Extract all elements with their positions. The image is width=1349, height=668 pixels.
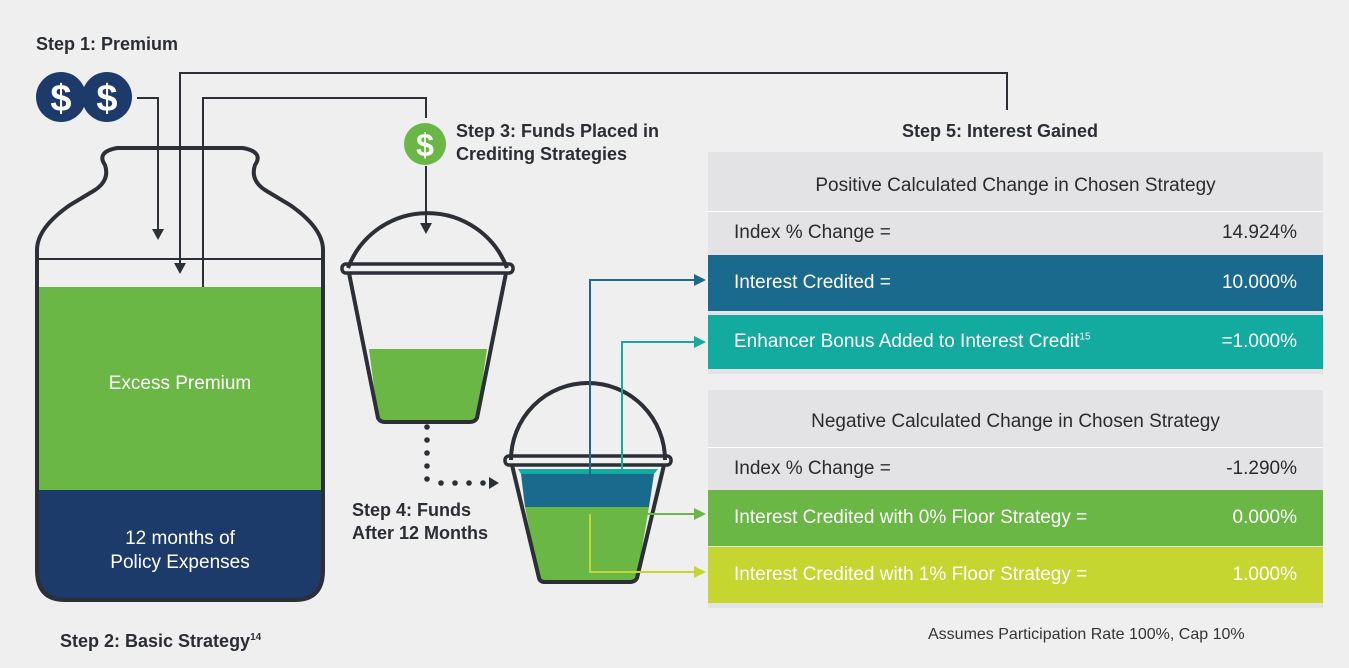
dotted-connector (424, 424, 499, 489)
floor-1-row: Interest Credited with 1% Floor Strategy… (708, 547, 1323, 603)
step4-line2: After 12 Months (352, 523, 489, 543)
negative-panel-title: Negative Calculated Change in Chosen Str… (811, 411, 1220, 432)
step3-label: Step 3: Funds Placed in Crediting Strate… (456, 120, 659, 166)
row-connectors (548, 279, 695, 573)
policy-expenses-line1: 12 months of (125, 528, 235, 549)
step4-label: Step 4: Funds After 12 Months (352, 499, 488, 545)
step2-footnote-marker: 14 (250, 632, 262, 643)
negative-index-row: Index % Change = -1.290% (708, 448, 1323, 490)
index-change-value: 14.924% (1221, 222, 1297, 243)
crediting-cup (340, 211, 515, 424)
divider (708, 211, 1323, 212)
floor-1-label: Interest Credited with 1% Floor Strategy… (734, 564, 1088, 585)
negative-change-panel: Negative Calculated Change in Chosen Str… (708, 390, 1323, 608)
policy-expenses-line2: Policy Expenses (110, 552, 250, 573)
step5-label: Step 5: Interest Gained (902, 121, 1099, 141)
step4-line1: Step 4: Funds (352, 500, 472, 520)
index-change-label: Index % Change = (734, 222, 891, 243)
premium-flow-lines (137, 72, 1008, 290)
step1-label: Step 1: Premium (36, 34, 179, 54)
step3-line2: Crediting Strategies (456, 144, 628, 164)
enhancer-bonus-label: Enhancer Bonus Added to Interest Credit1… (734, 331, 1221, 353)
divider (708, 447, 1323, 448)
positive-index-row: Index % Change = 14.924% (708, 212, 1323, 254)
svg-text:$: $ (416, 127, 434, 163)
index-change-label: Index % Change = (734, 458, 891, 479)
excess-premium-label: Excess Premium (108, 373, 252, 394)
positive-panel-title: Positive Calculated Change in Chosen Str… (815, 175, 1216, 196)
interest-credited-label: Interest Credited = (734, 272, 891, 293)
step2-text: Step 2: Basic Strategy (60, 631, 251, 651)
premium-coins-icon: $ $ (36, 72, 132, 122)
step3-line1: Step 3: Funds Placed in (456, 121, 660, 141)
arrowheads (152, 223, 432, 274)
step2-label: Step 2: Basic Strategy14 (60, 626, 261, 653)
assumptions-footnote: Assumes Participation Rate 100%, Cap 10% (928, 626, 1245, 643)
floor-1-value: 1.000% (1232, 564, 1297, 585)
enhancer-bonus-value: =1.000% (1221, 331, 1297, 352)
interest-credited-row: Interest Credited = 10.000% (708, 255, 1323, 311)
row-arrowheads (694, 274, 706, 578)
floor-0-row: Interest Credited with 0% Floor Strategy… (708, 490, 1323, 546)
floor-0-value: 0.000% (1232, 507, 1297, 528)
funds-coin-icon: $ (404, 123, 446, 165)
funds-after-cup (503, 381, 673, 584)
premium-jar (35, 146, 325, 602)
enhancer-footnote-marker: 15 (1079, 331, 1091, 343)
floor-0-label: Interest Credited with 0% Floor Strategy… (734, 507, 1088, 528)
svg-text:$: $ (96, 78, 117, 120)
enhancer-bonus-text: Enhancer Bonus Added to Interest Credit (734, 331, 1080, 352)
index-change-value: -1.290% (1226, 458, 1297, 479)
positive-change-panel: Positive Calculated Change in Chosen Str… (708, 152, 1323, 374)
svg-text:$: $ (50, 78, 71, 120)
interest-credited-value: 10.000% (1221, 272, 1297, 293)
policy-expenses-label: 12 months of Policy Expenses (37, 527, 323, 575)
enhancer-bonus-row: Enhancer Bonus Added to Interest Credit1… (708, 315, 1323, 369)
